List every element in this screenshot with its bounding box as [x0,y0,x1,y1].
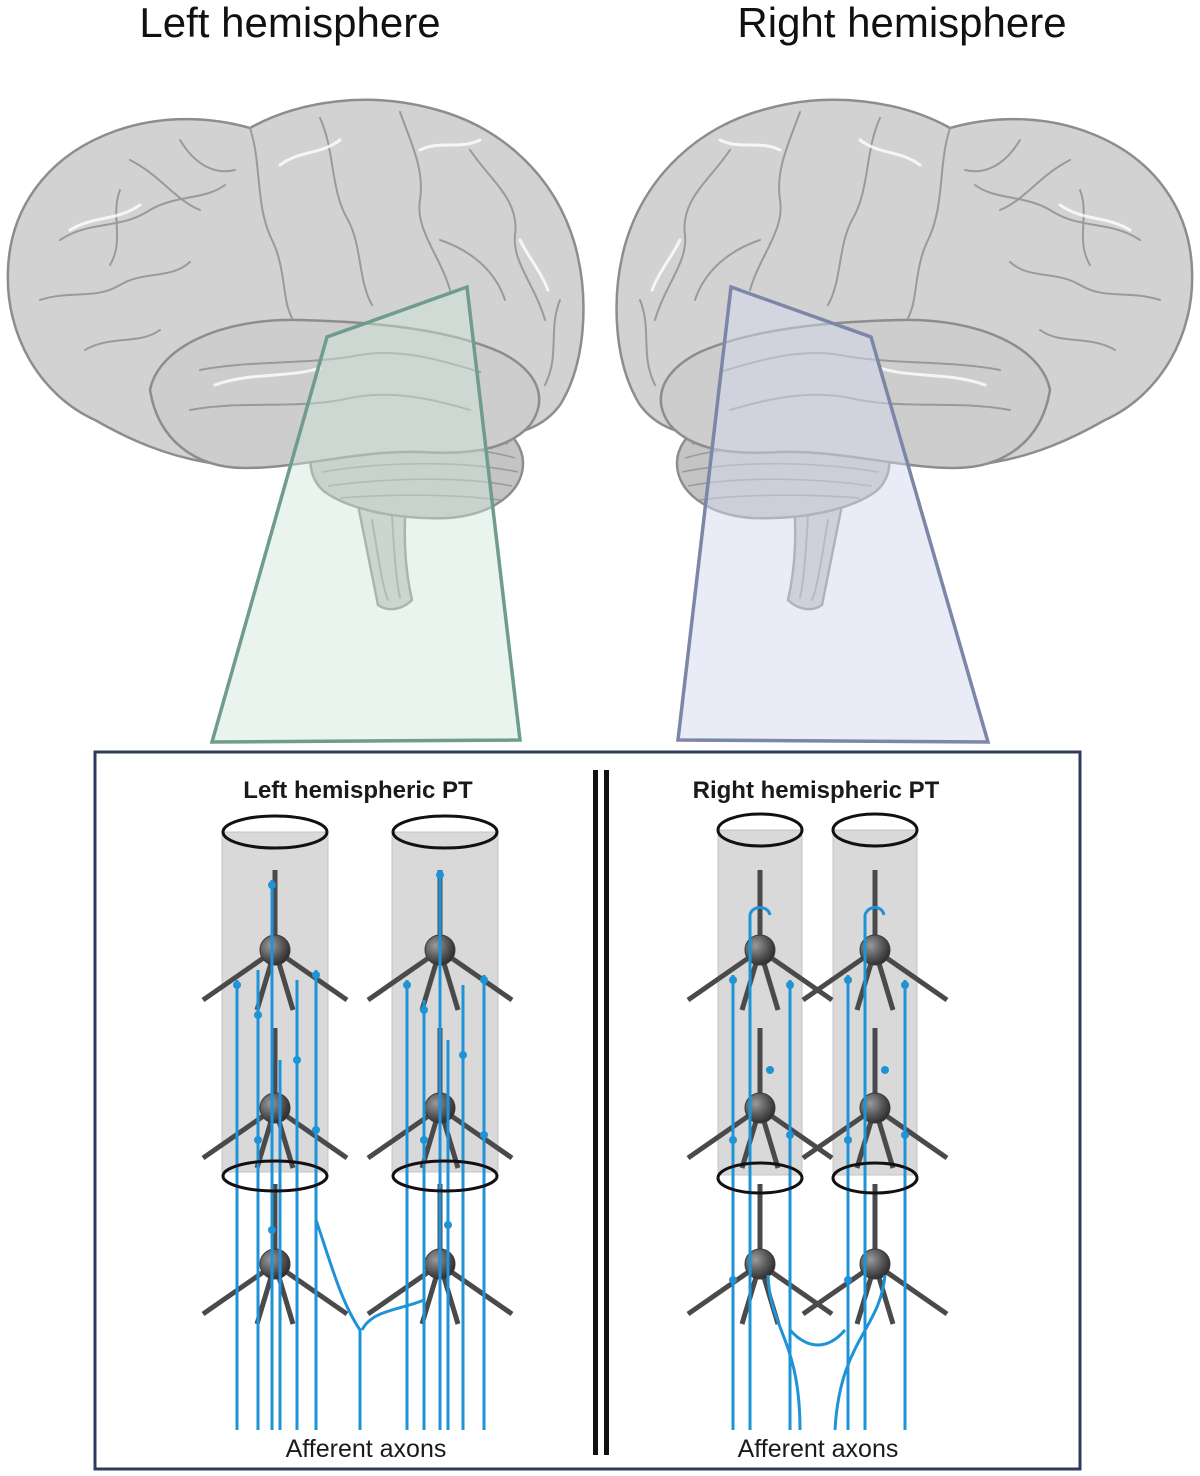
left-panel-title: Left hemispheric PT [243,777,473,804]
left-afferent-axons-label: Afferent axons [286,1435,447,1463]
hemisphere-divider [593,770,609,1455]
left-pt-column-base [391,1159,499,1193]
right-pt-column-base [831,1161,919,1195]
left-pt-column-base [221,1159,329,1193]
right-hemisphere-label: Right hemisphere [737,0,1066,46]
right-panel-title: Right hemispheric PT [693,777,940,804]
right-pt-projection-wedge [676,284,991,744]
left-afferent-axons [233,870,488,1430]
left-pt-projection-wedge [209,284,522,744]
right-pt-column-base [716,1161,804,1195]
right-afferent-axons [729,906,909,1431]
left-hemisphere-label: Left hemisphere [139,0,440,46]
right-afferent-axons-label: Afferent axons [738,1435,899,1463]
